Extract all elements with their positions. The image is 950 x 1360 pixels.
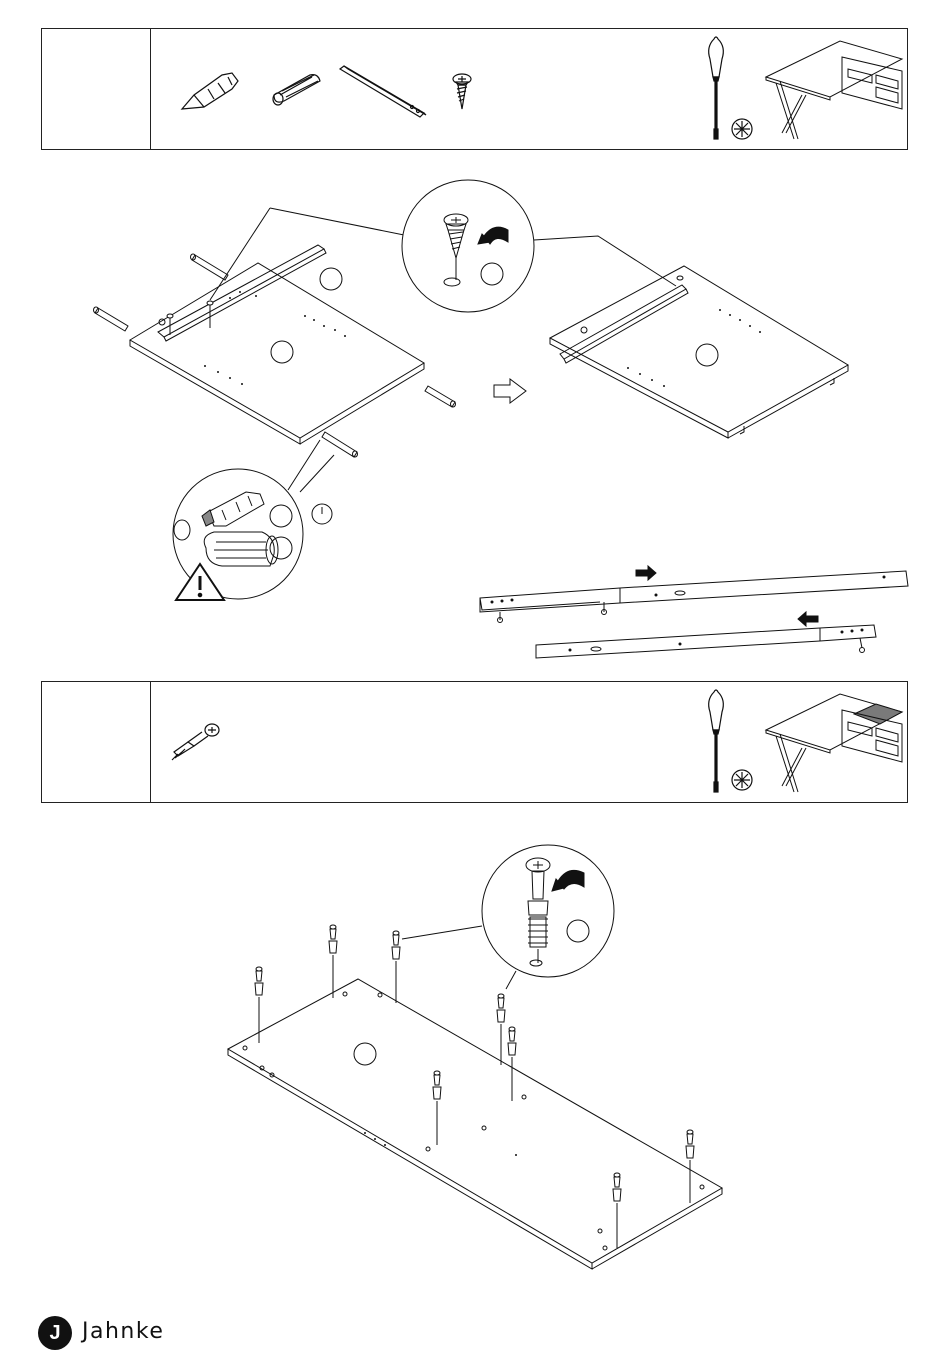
cam-bolt-icon <box>613 1173 621 1248</box>
brand-logo: J Jahnke <box>38 1316 238 1352</box>
screwdriver-icon <box>709 690 724 792</box>
step-2-parts-drawing <box>42 682 909 804</box>
phillips-bit-icon <box>732 119 752 139</box>
desk-overview-icon <box>766 694 902 792</box>
cam-bolt-icon <box>392 931 400 1003</box>
wooden-dowel-icon <box>273 75 320 105</box>
part-callout-circle <box>696 344 718 366</box>
cam-bolt-icon <box>433 1071 441 1145</box>
side-panel-after <box>550 266 848 438</box>
outline-arrow-right-icon <box>494 379 526 403</box>
step-1-assembly-scene <box>0 150 950 680</box>
desk-overview-icon <box>766 41 902 139</box>
desktop-panel <box>228 979 722 1269</box>
cam-bolt-icon <box>686 1130 694 1203</box>
cam-bolt-icon <box>497 994 505 1065</box>
wooden-dowel-icon <box>94 254 456 457</box>
cam-bolt-detail-zoom <box>402 845 614 989</box>
step-2-assembly-scene <box>0 803 950 1303</box>
side-panel-before <box>94 208 456 492</box>
cam-bolt-icon <box>172 724 219 760</box>
part-callout-circle <box>354 1043 376 1065</box>
dowel-pin-icon <box>182 73 238 109</box>
cam-bolt-icon <box>508 1027 516 1101</box>
cam-bolt-icon <box>255 967 263 1043</box>
part-callout-circle <box>320 268 342 290</box>
screw-icon <box>453 74 471 109</box>
drawer-runner-pair <box>480 566 908 658</box>
drawer-runner-icon <box>340 66 426 117</box>
brand-mark-icon: J <box>38 1316 72 1350</box>
clock-icon <box>312 504 332 524</box>
step-1-parts-box <box>41 28 908 150</box>
phillips-bit-icon <box>732 770 752 790</box>
step-1-parts-drawing <box>42 29 909 151</box>
screwdriver-icon <box>709 37 724 139</box>
cam-bolt-icon <box>329 925 337 998</box>
brand-name: Jahnke <box>82 1319 164 1344</box>
part-callout-circle <box>271 341 293 363</box>
step-2-parts-box <box>41 681 908 803</box>
